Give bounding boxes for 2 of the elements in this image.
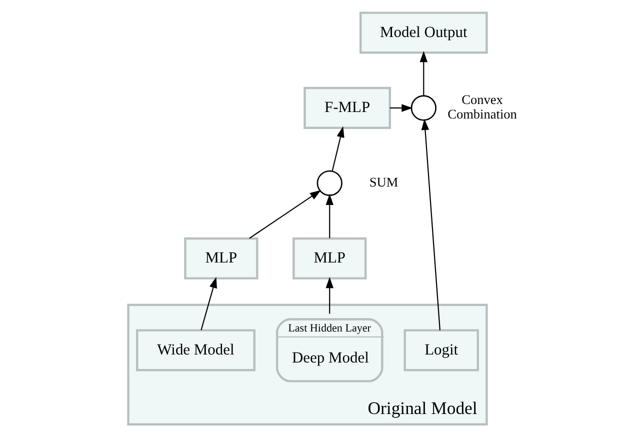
node-label: SUM bbox=[368, 174, 398, 190]
node-label: Convex Combination bbox=[447, 92, 516, 122]
